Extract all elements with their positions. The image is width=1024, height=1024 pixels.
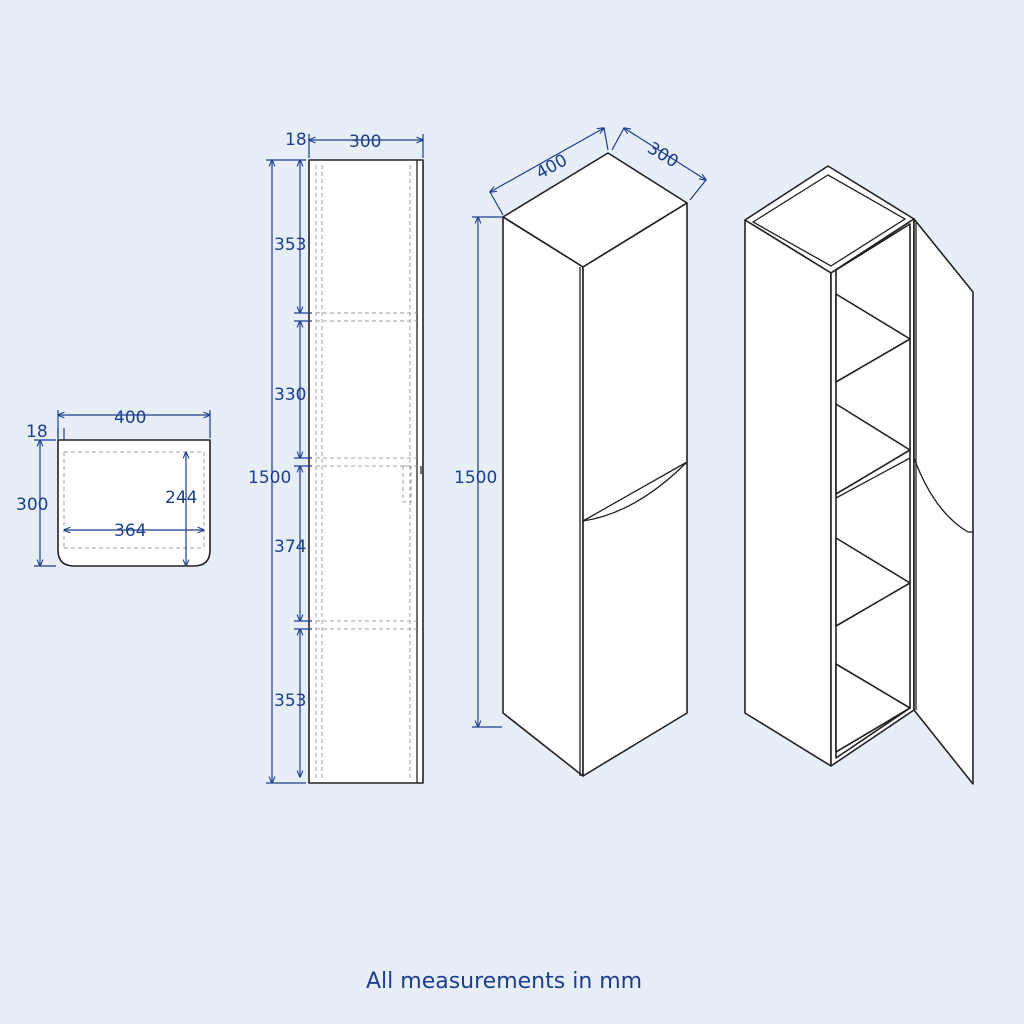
top-view-drawing [34, 410, 211, 567]
closed-cabinet-drawing [472, 128, 706, 777]
section-label: 330 [274, 385, 306, 405]
top-width-label: 400 [114, 408, 146, 428]
top-inner-depth-label: 244 [165, 488, 197, 508]
front-view-drawing [266, 134, 424, 784]
top-thickness-label: 18 [26, 422, 48, 442]
top-depth-label: 300 [16, 495, 48, 515]
measurement-note: All measurements in mm [366, 969, 642, 994]
section-label: 353 [274, 691, 306, 711]
front-thickness-label: 18 [285, 130, 307, 150]
section-label: 374 [274, 537, 306, 557]
front-depth-label: 300 [349, 132, 381, 152]
section-label: 353 [274, 235, 306, 255]
closed-height-label: 1500 [454, 468, 497, 488]
open-cabinet-drawing [744, 165, 974, 785]
top-inner-width-label: 364 [114, 521, 146, 541]
front-height-label: 1500 [248, 468, 291, 488]
